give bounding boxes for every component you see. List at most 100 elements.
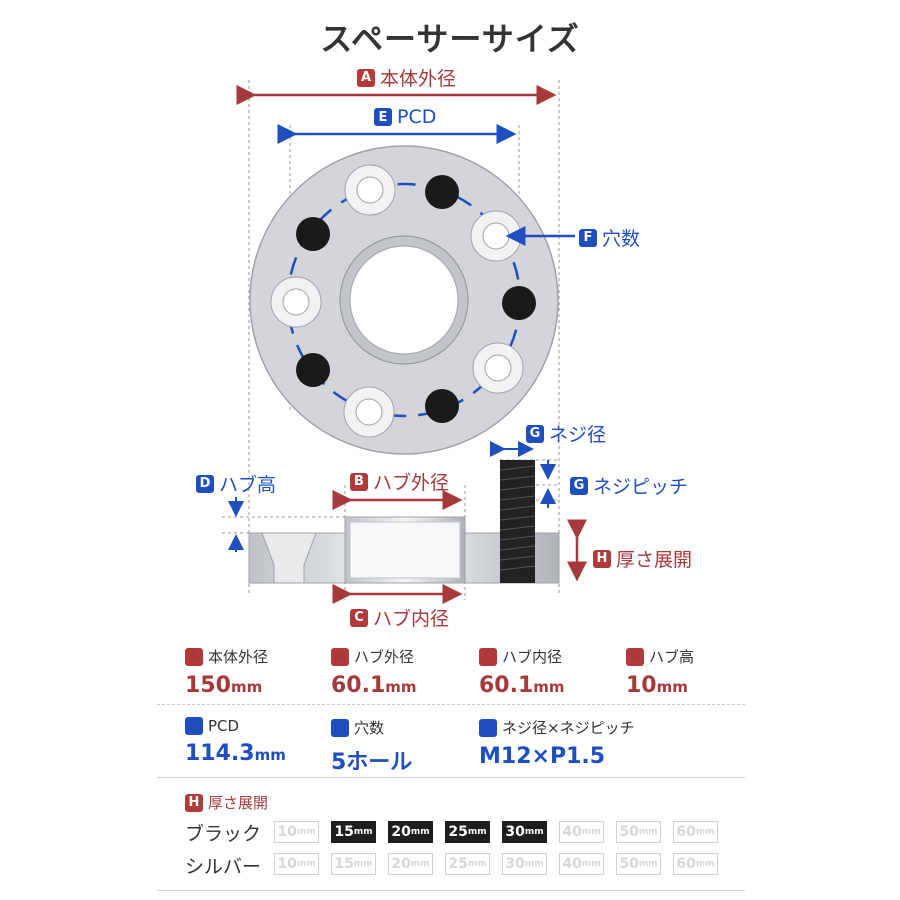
chip-unit: mm [581,859,601,869]
divider-2 [157,777,745,778]
chip-value: 60 [676,856,696,872]
spec-d-label: ハブ高 [649,648,695,666]
spec-c-label: ハブ内径 [502,648,563,666]
badge-b: B [350,472,368,491]
spacer-diagram [222,80,587,604]
label-b-hub-outer: B ハブ外径 [350,468,449,495]
chip-unit: mm [353,827,373,837]
label-a-text: 本体外径 [380,68,457,90]
spec-a-unit: mm [230,678,263,696]
label-c-hub-inner: C ハブ内径 [350,604,449,631]
chip-unit: mm [296,859,316,869]
label-f-holes: F 穴数 [579,224,640,251]
chip-value: 40 [562,824,582,840]
row-label-black: ブラック [185,823,262,845]
chip-value: 20 [391,856,411,872]
spec-c-badge: C [479,647,497,666]
spec-b-value: 60.1 [331,673,386,698]
spec-e-badge: E [185,717,203,735]
bolt-holes-white [270,164,524,438]
chip-value: 10 [277,856,297,872]
chip-value: 20 [391,824,411,840]
label-e-pcd: E PCD [374,106,436,128]
divider-3 [157,890,745,891]
chip-unit: mm [695,859,715,869]
spec-f-badge: F [331,718,349,737]
label-e-text: PCD [397,106,437,128]
label-g2-text: ネジピッチ [593,476,689,498]
chip-value: 10 [277,824,297,840]
spec-c-value: 60.1 [479,673,534,698]
chip-unit: mm [410,827,430,837]
label-d-hub-height: D ハブ高 [196,470,276,497]
hub-bore [349,245,459,355]
label-g-thread-diameter: G ネジ径 [526,420,606,447]
spec-d-badge: D [626,647,644,666]
label-c-text: ハブ内径 [373,608,450,630]
badge-a: A [357,68,375,87]
spec-e-label: PCD [208,717,240,735]
chip-value: 15 [334,824,354,840]
spec-e: E PCD 114.3mm [185,717,286,766]
thickness-label: 厚さ展開 [208,794,269,812]
spec-b-unit: mm [385,678,417,696]
chip-unit: mm [410,859,430,869]
spec-e-unit: mm [254,746,286,764]
badge-f: F [579,228,597,247]
spec-a-label: 本体外径 [208,648,269,666]
chip-value: 60 [676,824,696,840]
chip-unit: mm [467,827,487,837]
chip-value: 50 [619,824,639,840]
cross-section [248,460,560,584]
spec-g-label: ネジ径×ネジピッチ [502,719,635,737]
chip-value: 30 [505,856,525,872]
chip-value: 50 [619,856,639,872]
thickness-heading: H 厚さ展開 [185,792,268,813]
spec-e-value: 114.3 [185,741,255,766]
spec-f-value: 5ホール [331,750,413,775]
label-d-text: ハブ高 [219,474,277,496]
spec-d: D ハブ高 10mm [626,646,694,698]
badge-e: E [374,108,392,126]
badge-g1: G [526,424,544,443]
stud-holes-black [296,175,536,423]
chip-unit: mm [353,859,373,869]
label-f-text: 穴数 [602,228,641,250]
spec-b: B ハブ外径 60.1mm [331,646,417,698]
spec-a-value: 150 [185,673,231,698]
spec-b-badge: B [331,647,349,666]
label-a-body-diameter: A 本体外径 [357,64,456,91]
chip-unit: mm [524,827,544,837]
row-label-silver: シルバー [185,856,262,878]
label-g1-text: ネジ径 [549,424,607,446]
chip-unit: mm [467,859,487,869]
chip-unit: mm [638,859,658,869]
spec-b-label: ハブ外径 [354,648,415,666]
spec-g-badge: G [479,718,497,737]
badge-h: H [593,549,611,568]
chip-value: 15 [334,856,354,872]
spec-a-badge: A [185,647,203,666]
label-g-thread-pitch: G ネジピッチ [570,472,688,499]
label-b-text: ハブ外径 [373,472,450,494]
label-h-thickness: H 厚さ展開 [593,545,692,572]
spec-d-value: 10 [626,673,657,698]
badge-g2: G [570,476,588,495]
spec-a: A 本体外径 150mm [185,646,268,698]
spec-d-unit: mm [656,678,688,696]
chip-value: 25 [448,856,468,872]
